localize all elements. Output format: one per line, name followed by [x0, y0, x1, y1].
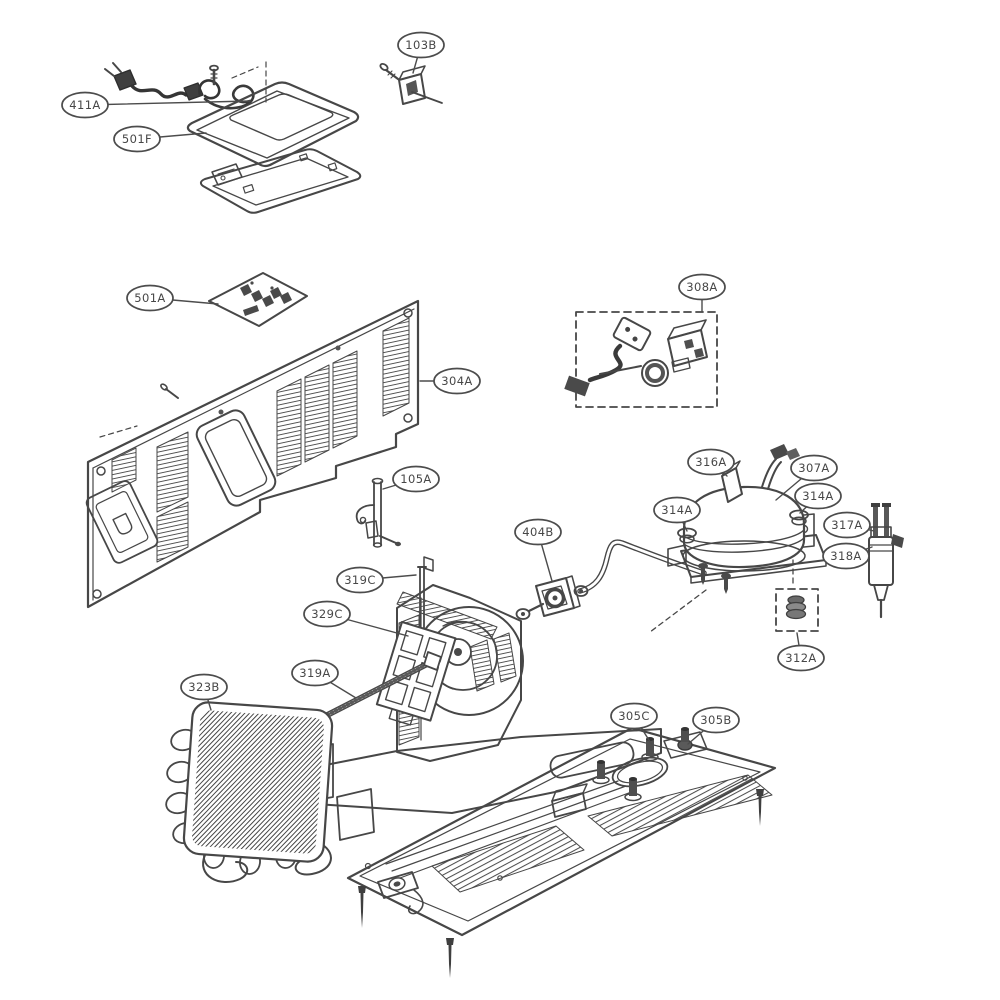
- part-label-text: 404B: [522, 525, 553, 539]
- part-label-text: 314A: [661, 503, 692, 517]
- part-label-305B-19: 305B: [687, 706, 740, 745]
- part-label-411A: 411A: [61, 91, 251, 119]
- part-label-316A-7: 316A: [687, 448, 735, 477]
- power-cord-part: [104, 62, 255, 110]
- part-label-text: 304A: [441, 374, 472, 388]
- part-label-text: 105A: [400, 472, 431, 486]
- part-label-text: 308A: [686, 280, 717, 294]
- cover-screw-part: [209, 64, 219, 86]
- fan-assembly: [226, 556, 662, 841]
- part-label-317A-11: 317A: [823, 511, 875, 539]
- part-label-text: 329C: [311, 607, 343, 621]
- part-label-314A-9: 314A: [794, 482, 842, 514]
- condenser-coil-part: [165, 701, 334, 884]
- harness-box: [564, 311, 718, 408]
- hinge-bracket-part: [379, 62, 443, 105]
- part-label-text: 307A: [798, 461, 829, 475]
- part-label-305C-18: 305C: [610, 702, 658, 746]
- part-label-501A-3: 501A: [126, 284, 219, 312]
- service-valve-part: [515, 539, 707, 620]
- screw-pin-part: [358, 789, 764, 978]
- part-label-text: 501F: [122, 132, 152, 146]
- base-plate-part: [346, 726, 777, 978]
- part-label-text: 318A: [830, 549, 861, 563]
- back-panel-part: [85, 299, 420, 609]
- part-label-314A-10: 314A: [653, 496, 701, 532]
- vent-slots: [111, 317, 410, 563]
- labels-layer: 411A 501F 103B 501A 304A 308A 105A 316A 307A 314A…: [61, 31, 875, 746]
- part-label-text: 316A: [695, 455, 726, 469]
- part-label-312A-20: 312A: [777, 632, 825, 672]
- part-label-text: 317A: [831, 518, 862, 532]
- part-label-text: 319A: [299, 666, 330, 680]
- top-cover-assembly: [104, 61, 443, 214]
- part-label-text: 305C: [618, 709, 650, 723]
- top-cover-part: [186, 81, 360, 168]
- part-label-text: 411A: [69, 98, 100, 112]
- part-label-text: 323B: [188, 680, 219, 694]
- part-label-329C-15: 329C: [303, 600, 409, 637]
- panel-opening: [195, 409, 277, 507]
- grommet-bracket-part: [663, 727, 708, 759]
- wire-harness-part: [564, 316, 669, 397]
- part-label-318A-12: 318A: [822, 542, 873, 570]
- compressor-body-part: [682, 485, 806, 572]
- part-label-304A-4: 304A: [419, 367, 481, 395]
- part-label-text: 103B: [405, 38, 436, 52]
- part-label-text: 312A: [785, 651, 816, 665]
- water-tube-part: [355, 477, 401, 548]
- mount-stud-part: [592, 737, 659, 802]
- mount-bolt-part: [698, 563, 731, 594]
- part-label-text: 319C: [344, 573, 376, 587]
- base-plate-hole: [611, 756, 669, 788]
- base-connector-part: [377, 871, 424, 915]
- pcb-board-part: [208, 272, 308, 327]
- duct-tray-part: [299, 728, 662, 841]
- drier-part: [868, 503, 904, 619]
- part-label-404B-13: 404B: [514, 518, 562, 582]
- guide-dash: [231, 66, 259, 79]
- base-plate-box-part: [551, 783, 588, 818]
- part-label-501F-1: 501F: [113, 125, 207, 153]
- part-label-text: 305B: [700, 713, 731, 727]
- part-label-105A-6: 105A: [382, 465, 440, 493]
- part-label-text: 314A: [802, 489, 833, 503]
- part-label-307A-8: 307A: [775, 454, 838, 501]
- part-label-323B-17: 323B: [180, 673, 228, 711]
- part-label-text: 501A: [134, 291, 165, 305]
- part-label-308A-5: 308A: [678, 273, 726, 312]
- compressor-grommet-part: [677, 509, 809, 544]
- part-label-319C-14: 319C: [336, 566, 417, 594]
- relay-cover-part: [667, 319, 708, 373]
- grommet-part: [785, 595, 807, 620]
- discharge-pipe-part: [761, 444, 800, 490]
- part-label-319A-16: 319A: [291, 659, 357, 699]
- panel-screw-part: [160, 383, 179, 399]
- part-label-103B-2: 103B: [397, 31, 445, 74]
- fan-motor-bracket-part: [375, 621, 457, 726]
- panel-recess: [85, 480, 159, 564]
- grommet-box: [775, 588, 819, 632]
- cover-base-frame-part: [199, 148, 362, 214]
- compressor-assembly: [649, 444, 827, 633]
